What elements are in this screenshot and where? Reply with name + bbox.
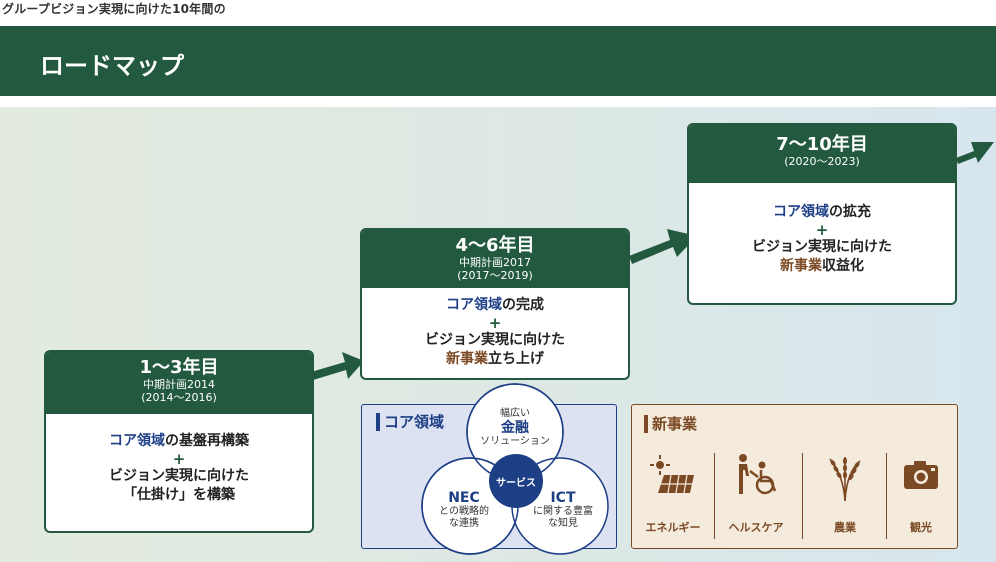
venn-top-small1: 幅広い [500, 408, 530, 419]
core-domain-title: コア領域 [376, 413, 444, 431]
biz-label-agriculture: 農業 [834, 521, 856, 534]
divider-1 [714, 453, 715, 539]
stage-2-line2: ビジョン実現に向けた [425, 332, 565, 348]
stage-3-new-term: 新事業 [780, 258, 822, 274]
venn-right-small2: な知見 [548, 518, 578, 529]
stage-3-line3: 収益化 [822, 258, 864, 274]
stage-1-plus: + [172, 450, 186, 468]
stage-3: 7〜10年目 (2020〜2023) コア領域の拡充 + ビジョン実現に向けた … [687, 123, 957, 305]
biz-label-tourism: 観光 [910, 521, 932, 534]
venn-top-big: 金融 [501, 420, 529, 436]
arrow-3-out [956, 142, 994, 164]
venn-left-text: NEC との戦略的 な連携 [419, 490, 509, 530]
stage-3-line2: ビジョン実現に向けた [752, 239, 892, 255]
venn-top-text: 幅広い 金融 ソリューション [470, 408, 560, 448]
stage-2-core-term: コア領域 [446, 297, 502, 313]
stage-2-new-term: 新事業 [446, 351, 488, 367]
stage-1-core-term: コア領域 [109, 433, 165, 449]
stage-2-years: 4〜6年目 [455, 235, 535, 256]
biz-label-energy: エネルギー [645, 521, 701, 534]
stage-2-plus: + [488, 314, 502, 332]
venn-right-small1: に関する豊富 [533, 506, 593, 517]
venn-right-text: ICT に関する豊富 な知見 [518, 490, 608, 530]
solar-panel-icon [650, 455, 694, 494]
stage-2-body: コア領域の完成 + ビジョン実現に向けた 新事業立ち上げ [362, 288, 628, 369]
arrow-2-to-3 [629, 229, 697, 264]
stage-3-plus: + [815, 221, 829, 239]
stage-2-header: 4〜6年目 中期計画2017 (2017〜2019) [362, 230, 628, 288]
stage-1-header: 1〜3年目 中期計画2014 (2014〜2016) [46, 352, 312, 414]
biz-item-tourism: 観光 [880, 453, 962, 539]
stage-1-line3: 「仕掛け」を構築 [123, 487, 235, 503]
stage-3-header: 7〜10年目 (2020〜2023) [689, 125, 955, 183]
wheelchair-care-icon [739, 454, 777, 495]
new-business-box: 新事業 エネルギー [631, 404, 958, 549]
divider-2 [802, 453, 803, 539]
venn-left-small1: との戦略的 [439, 506, 489, 517]
stage-1-range: (2014〜2016) [141, 391, 217, 404]
stage-2-line1: の完成 [502, 297, 544, 313]
stage-3-range: (2020〜2023) [784, 155, 860, 168]
biz-label-healthcare: ヘルスケア [728, 521, 784, 534]
stage-1-plan: 中期計画2014 [143, 378, 215, 391]
venn-center-service: サービス [489, 454, 543, 508]
stage-1-years: 1〜3年目 [139, 357, 219, 378]
biz-item-healthcare: ヘルスケア [715, 453, 797, 539]
stage-1-line2: ビジョン実現に向けた [109, 468, 249, 484]
stage-3-years: 7〜10年目 [776, 134, 868, 155]
divider-3 [886, 453, 887, 539]
biz-item-agriculture: 農業 [804, 453, 886, 539]
venn-left-big: NEC [448, 490, 480, 506]
stage-1: 1〜3年目 中期計画2014 (2014〜2016) コア領域の基盤再構築 + … [44, 350, 314, 533]
stage-3-body: コア領域の拡充 + ビジョン実現に向けた 新事業収益化 [689, 183, 955, 276]
rice-plant-icon [829, 457, 861, 502]
biz-item-energy: エネルギー [632, 453, 714, 539]
camera-icon [904, 461, 938, 489]
stage-2-range: (2017〜2019) [457, 269, 533, 282]
header-bar: ロードマップ [0, 26, 996, 96]
stage-1-line1: の基盤再構築 [165, 433, 249, 449]
stage-2-line3: 立ち上げ [488, 351, 544, 367]
page-title: ロードマップ [40, 52, 184, 80]
stage-1-body: コア領域の基盤再構築 + ビジョン実現に向けた 「仕掛け」を構築 [46, 414, 312, 505]
arrow-1-to-2 [311, 352, 364, 380]
stage-3-core-term: コア領域 [773, 204, 829, 220]
top-caption: グループビジョン実現に向けた10年間の [2, 2, 226, 16]
new-business-title: 新事業 [644, 415, 697, 433]
stage-2-plan: 中期計画2017 [459, 256, 531, 269]
stage-3-line1: の拡充 [829, 204, 871, 220]
stage-2: 4〜6年目 中期計画2017 (2017〜2019) コア領域の完成 + ビジョ… [360, 228, 630, 380]
venn-right-big: ICT [550, 490, 576, 506]
venn-top-small2: ソリューション [480, 436, 550, 447]
venn-left-small2: な連携 [449, 518, 479, 529]
